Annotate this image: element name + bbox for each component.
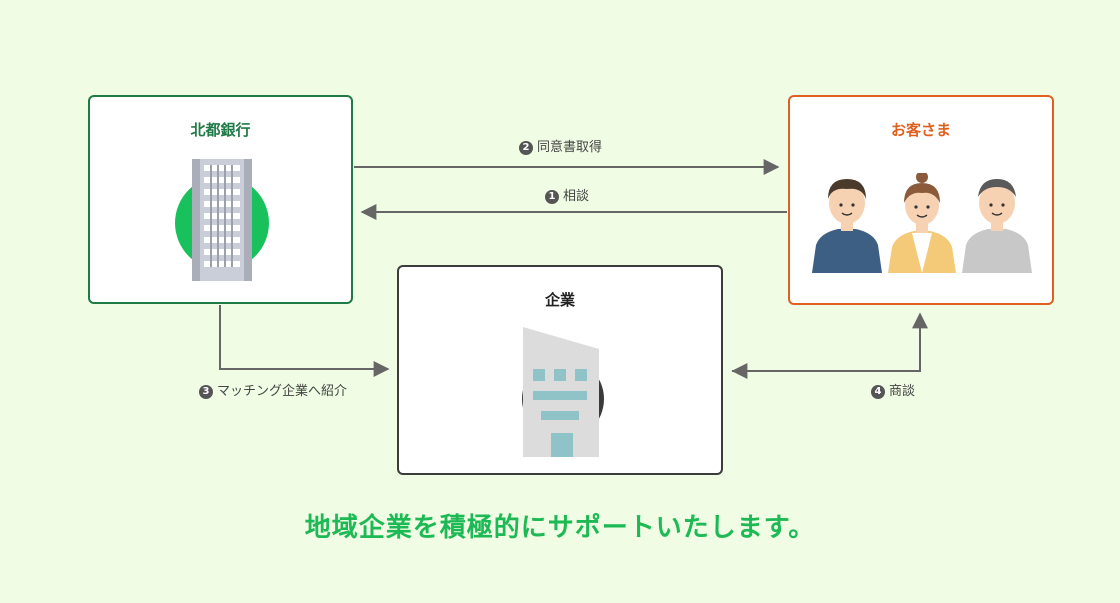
edge-text-consent: 同意書取得: [537, 140, 603, 155]
edge-text-consult: 相談: [563, 189, 590, 204]
bank-node: 北都銀行: [88, 95, 353, 304]
company-title: 企業: [544, 291, 575, 309]
step-number-4: 4: [871, 385, 885, 399]
company-node: 企業: [397, 265, 723, 475]
edge-label-consent: 2 同意書取得: [519, 136, 602, 155]
arrow-negotiation: [732, 312, 928, 372]
tagline: 地域企業を積極的にサポートいたします。: [304, 513, 816, 543]
step-number-2: 2: [519, 141, 533, 155]
customer-node: お客さま: [788, 95, 1054, 305]
customers-people-icon: [812, 173, 1032, 273]
customer-title: お客さま: [890, 121, 951, 139]
edge-text-negotiation: 商談: [889, 384, 916, 399]
edge-label-matching: 3 マッチング企業へ紹介: [199, 380, 347, 399]
company-building-icon: [522, 327, 604, 457]
arrow-matching: [219, 305, 390, 377]
step-number-3: 3: [199, 385, 213, 399]
bank-title: 北都銀行: [190, 121, 251, 139]
edge-label-negotiation: 4 商談: [871, 380, 915, 399]
edge-label-consult: 1 相談: [545, 185, 589, 204]
step-number-1: 1: [545, 190, 559, 204]
bank-building-icon: [175, 159, 269, 281]
edge-text-matching: マッチング企業へ紹介: [217, 384, 348, 399]
